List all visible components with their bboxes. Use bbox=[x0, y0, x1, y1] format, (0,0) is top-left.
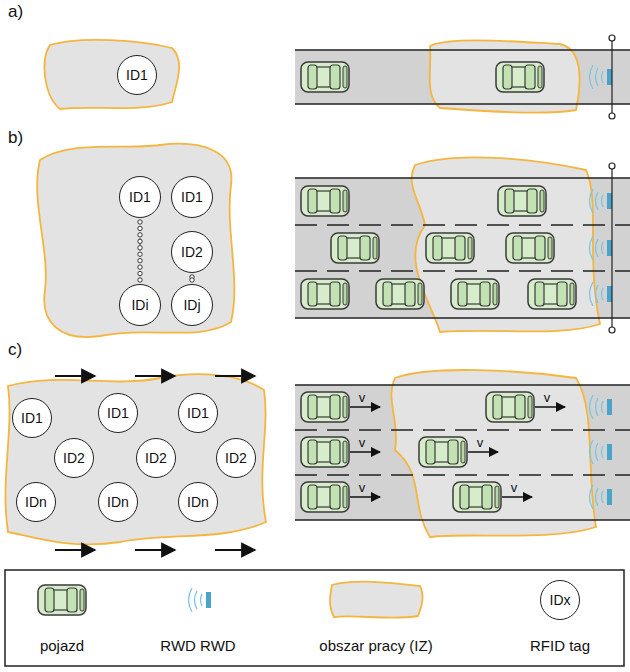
tag-id: ID1 bbox=[107, 405, 129, 421]
tag-id: ID1 bbox=[181, 189, 203, 205]
rfid-tag: ID2 bbox=[216, 438, 256, 478]
tag-id: ID2 bbox=[181, 244, 203, 260]
tag-id: ID2 bbox=[63, 450, 85, 466]
velocity-label: v bbox=[359, 480, 366, 495]
legend-text: RWD RWD bbox=[160, 637, 235, 654]
legend-text: obszar pracy (IZ) bbox=[319, 637, 432, 654]
tag-id: IDi bbox=[131, 297, 148, 313]
tag-id: ID1 bbox=[129, 189, 151, 205]
rfid-tag: IDi bbox=[119, 284, 161, 326]
rfid-tag: IDn bbox=[16, 482, 56, 522]
rfid-tag: ID1 bbox=[178, 393, 218, 433]
panel-letter: a) bbox=[8, 2, 23, 22]
legend-text: pojazd bbox=[40, 637, 84, 654]
rfid-tag: IDj bbox=[171, 284, 213, 326]
panel-letter: c) bbox=[8, 340, 22, 360]
tag-id: IDn bbox=[25, 494, 47, 510]
rfid-tag: ID1 bbox=[98, 393, 138, 433]
legend-tag-sample: IDx bbox=[540, 580, 580, 620]
tag-id: IDn bbox=[107, 494, 129, 510]
rfid-tag: ID2 bbox=[171, 231, 213, 273]
velocity-label: v bbox=[359, 435, 366, 450]
velocity-label: v bbox=[544, 390, 551, 405]
tag-id: ID1 bbox=[126, 67, 148, 83]
tag-id: ID1 bbox=[21, 410, 43, 426]
tag-id: ID2 bbox=[225, 450, 247, 466]
tag-id: ID2 bbox=[145, 450, 167, 466]
velocity-label: v bbox=[477, 435, 484, 450]
rfid-tag: ID1 bbox=[171, 176, 213, 218]
tag-id: IDn bbox=[187, 494, 209, 510]
rfid-tag: ID1 bbox=[119, 176, 161, 218]
tag-id: IDx bbox=[550, 592, 571, 608]
rfid-tag: ID1 bbox=[12, 398, 52, 438]
rfid-tag: IDn bbox=[178, 482, 218, 522]
velocity-label: v bbox=[511, 480, 518, 495]
legend-text: RFID tag bbox=[530, 637, 590, 654]
chain-dots bbox=[138, 220, 142, 282]
panel-letter: b) bbox=[8, 128, 23, 148]
chain-dots bbox=[190, 275, 194, 282]
rfid-tag: ID2 bbox=[136, 438, 176, 478]
rfid-tag: IDn bbox=[98, 482, 138, 522]
tag-id: IDj bbox=[183, 297, 200, 313]
rfid-tag: ID1 bbox=[117, 55, 157, 95]
rfid-tag: ID2 bbox=[54, 438, 94, 478]
tag-id: ID1 bbox=[187, 405, 209, 421]
velocity-label: v bbox=[359, 390, 366, 405]
